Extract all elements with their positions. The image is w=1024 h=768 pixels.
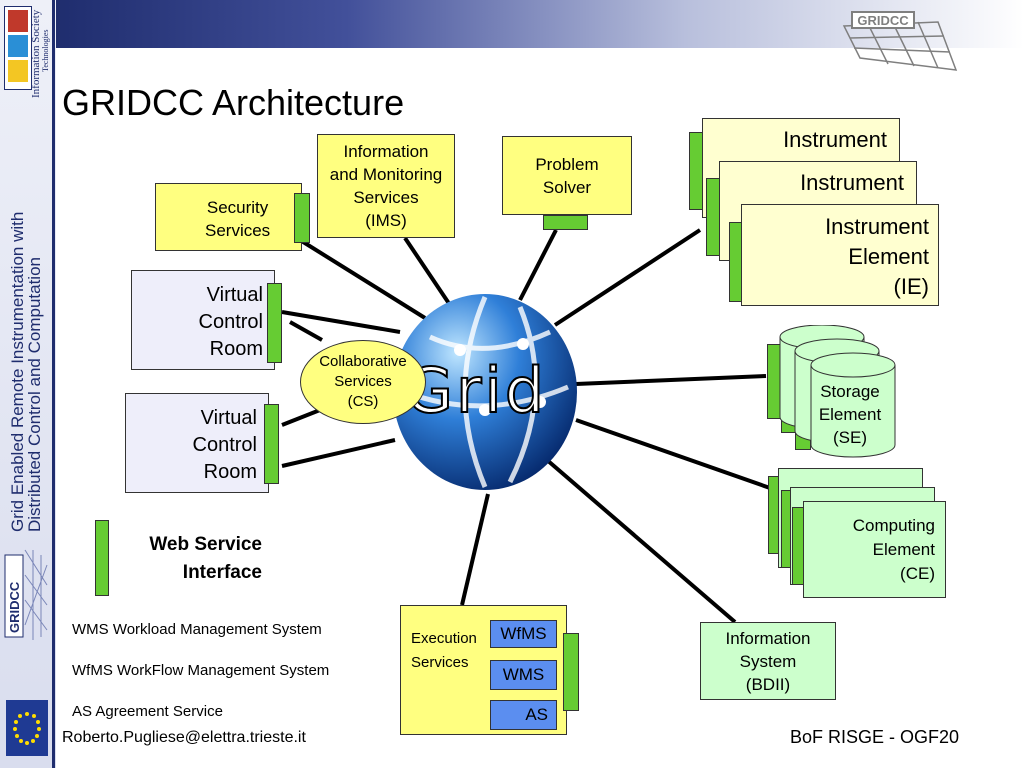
computing-element-box: [803, 501, 946, 598]
instrument-element-box: [741, 204, 939, 306]
line-vcr1-collab: [289, 320, 323, 342]
information-system-box: [700, 622, 836, 700]
footer-event: BoF RISGE - OGF20: [790, 727, 960, 747]
grid-label: Grid: [404, 353, 548, 428]
svg-text:GRIDCC: GRIDCC: [857, 13, 909, 28]
line-instrument: [553, 228, 702, 327]
virtual-control-room-1-box: [131, 270, 275, 370]
grid-globe: Grid: [390, 292, 580, 492]
left-sidebar-band: [0, 0, 56, 768]
execution-ws-interface: [563, 633, 579, 711]
line-vcr2: [281, 438, 396, 468]
legend-abbrev-wfms: WfMS WorkFlow Management System: [72, 662, 330, 679]
left-divider-line: [52, 0, 55, 768]
security-ws-interface: [294, 193, 310, 243]
virtual-control-room-2-box: [125, 393, 269, 493]
line-ims: [403, 236, 452, 307]
line-computing: [575, 418, 771, 490]
line-execution: [460, 493, 490, 606]
eu-flag-icon: [6, 700, 48, 756]
line-vcr1: [281, 310, 401, 334]
legend-abbrev-as: AS Agreement Service: [72, 703, 223, 720]
as-box: AS: [490, 700, 557, 730]
collaborative-services-ellipse: [300, 340, 426, 424]
line-problem-solver: [518, 229, 558, 301]
wfms-box: WfMS: [490, 620, 557, 648]
line-security: [298, 238, 427, 320]
footer-email: Roberto.Pugliese@elettra.trieste.it: [62, 729, 306, 746]
ims-box: [317, 134, 455, 238]
ist-logo: [4, 6, 32, 90]
problem-solver-box: [502, 136, 632, 215]
line-vcr2-collab: [281, 408, 321, 427]
line-infosys: [545, 458, 737, 624]
vcr2-ws-interface: [264, 404, 279, 484]
legend-ws-interface-swatch: [95, 520, 109, 596]
gridcc-side-logo: GRIDCC: [3, 545, 49, 645]
legend-abbrev-wms: WMS Workload Management System: [72, 621, 322, 638]
page-title: GRIDCC Architecture: [62, 82, 405, 123]
wms-box: WMS: [490, 660, 557, 690]
vcr1-ws-interface: [267, 283, 282, 363]
security-services-box: [155, 183, 302, 251]
line-storage: [575, 374, 767, 386]
storage-cylinders: [779, 325, 896, 458]
gridcc-top-logo: GRIDCC: [838, 8, 958, 76]
problem-solver-ws-interface: [543, 215, 588, 230]
